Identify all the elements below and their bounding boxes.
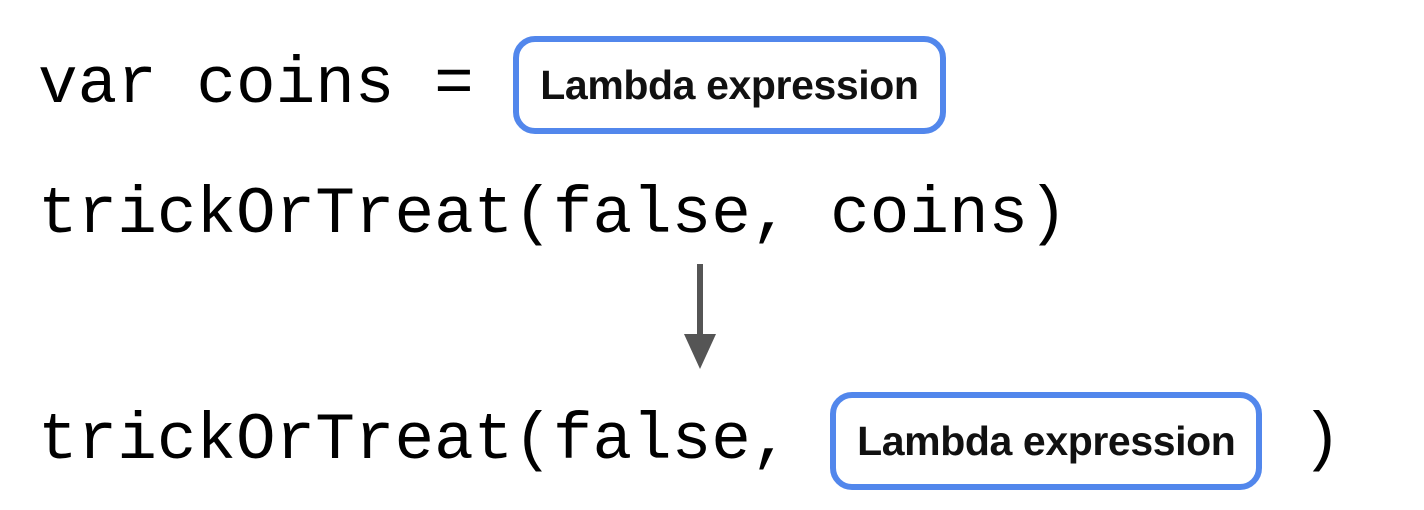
lambda-expression-pill-2[interactable]: Lambda expression — [830, 392, 1263, 490]
code-row-after-line-1: trickOrTreat(false, Lambda expression ) — [38, 392, 1342, 490]
lambda-expression-pill-1-label: Lambda expression — [540, 61, 919, 108]
down-arrow-svg — [684, 264, 716, 369]
code-text-trickortreat-call-prefix: trickOrTreat(false, — [38, 403, 831, 478]
down-arrow-icon — [678, 262, 722, 377]
code-row-before-line-2: trickOrTreat(false, coins) — [38, 177, 1068, 252]
lambda-expression-pill-2-label: Lambda expression — [857, 417, 1236, 464]
code-row-before-line-1: var coins = Lambda expression — [38, 36, 946, 134]
lambda-expression-pill-1[interactable]: Lambda expression — [513, 36, 946, 134]
code-text-trickortreat-call-suffix: ) — [1262, 403, 1342, 478]
code-text-var-coins-assign: var coins = — [38, 47, 514, 122]
arrow-head — [684, 334, 716, 369]
